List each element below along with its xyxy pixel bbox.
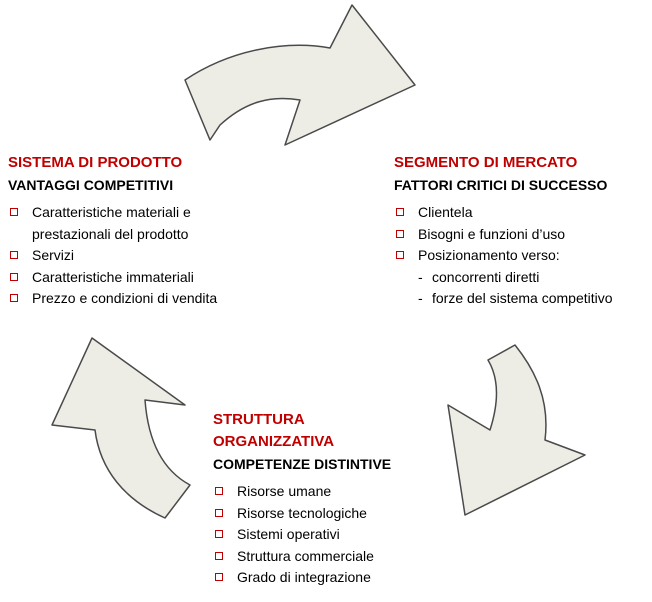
- list-item: Risorse tecnologiche: [213, 503, 453, 525]
- product-system-title: SISTEMA DI PRODOTTO: [8, 154, 183, 171]
- organizational-structure-list: Risorse umane Risorse tecnologiche Siste…: [213, 481, 453, 589]
- market-segment-list: Clientela Bisogni e funzioni d’uso Posiz…: [394, 202, 652, 310]
- dash-icon: -: [418, 290, 423, 306]
- list-item: Grado di integrazione: [213, 567, 453, 589]
- left-arrow-shape: [51, 337, 191, 519]
- checkbox-bullet-icon: [10, 208, 18, 216]
- checkbox-bullet-icon: [215, 487, 223, 495]
- list-item: Caratteristiche immateriali: [8, 267, 268, 289]
- market-segment-subtitle: FATTORI CRITICI DI SUCCESSO: [394, 177, 608, 193]
- checkbox-bullet-icon: [396, 229, 404, 238]
- organizational-structure-title-line2: ORGANIZZATIVA: [213, 433, 335, 450]
- top-arrow-shape: [184, 4, 416, 146]
- list-item: Posizionamento verso:: [394, 245, 652, 267]
- right-arrow-shape: [447, 344, 586, 516]
- list-item: Risorse umane: [213, 481, 453, 503]
- list-item: Prezzo e condizioni di vendita: [8, 288, 268, 310]
- checkbox-bullet-icon: [396, 208, 404, 216]
- product-system-subtitle: VANTAGGI COMPETITIVI: [8, 177, 174, 193]
- checkbox-bullet-icon: [215, 508, 223, 517]
- market-segment-block: SEGMENTO DI MERCATO FATTORI CRITICI DI S…: [394, 152, 652, 310]
- list-item: Servizi: [8, 245, 268, 267]
- product-system-block: SISTEMA DI PRODOTTO VANTAGGI COMPETITIVI…: [8, 152, 268, 310]
- organizational-structure-block: STRUTTURA ORGANIZZATIVA COMPETENZE DISTI…: [213, 409, 453, 589]
- sub-list-item: -forze del sistema competitivo: [394, 288, 652, 310]
- market-segment-title: SEGMENTO DI MERCATO: [394, 154, 578, 171]
- dash-icon: -: [418, 268, 423, 285]
- list-item: Struttura commerciale: [213, 546, 453, 568]
- checkbox-bullet-icon: [10, 294, 18, 302]
- organizational-structure-title-line1: STRUTTURA: [213, 411, 305, 428]
- product-system-list: Caratteristiche materiali e prestazional…: [8, 202, 268, 310]
- list-item: Bisogni e funzioni d’uso: [394, 224, 652, 246]
- list-item: Clientela: [394, 202, 652, 224]
- checkbox-bullet-icon: [215, 530, 223, 538]
- sub-list-item: -concorrenti diretti: [394, 267, 652, 289]
- checkbox-bullet-icon: [10, 272, 18, 281]
- checkbox-bullet-icon: [10, 251, 18, 259]
- checkbox-bullet-icon: [396, 251, 404, 259]
- checkbox-bullet-icon: [215, 551, 223, 560]
- list-item: Caratteristiche materiali e prestazional…: [8, 202, 268, 245]
- checkbox-bullet-icon: [215, 573, 223, 581]
- organizational-structure-subtitle: COMPETENZE DISTINTIVE: [213, 456, 392, 472]
- list-item: Sistemi operativi: [213, 524, 453, 546]
